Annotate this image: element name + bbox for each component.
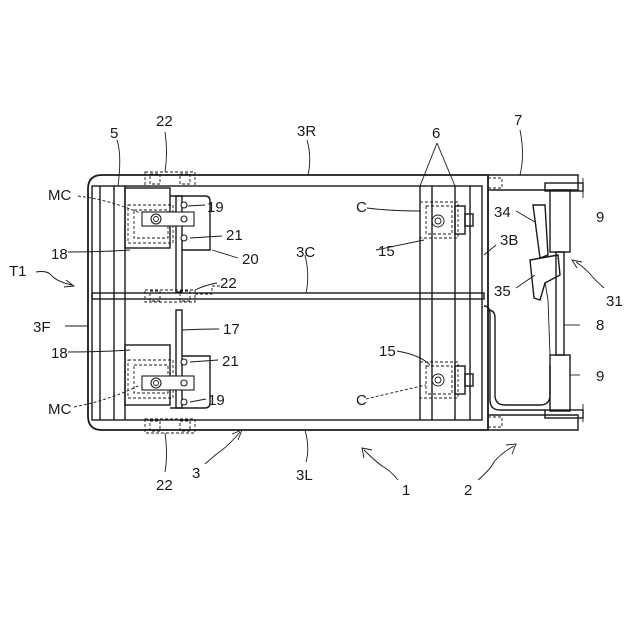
label-21-bot: 21 [222, 353, 239, 370]
label-C-top: C [356, 199, 367, 216]
mount-top [125, 188, 210, 292]
label-5: 5 [110, 125, 118, 142]
label-34: 34 [494, 204, 511, 221]
labels: 5 22 3R 6 7 MC 19 C 34 9 18 21 3B 20 3C … [9, 112, 623, 499]
label-18-bot: 18 [51, 345, 68, 362]
label-3B: 3B [500, 232, 518, 249]
label-21-top: 21 [226, 227, 243, 244]
caster-top [420, 202, 473, 238]
arrow-1 [364, 450, 398, 480]
label-MC-top: MC [48, 187, 71, 204]
label-T1: T1 [9, 263, 27, 280]
rear-extension-dash [488, 417, 502, 427]
center-member-3C [92, 293, 484, 299]
label-22-bot: 22 [156, 477, 173, 494]
label-7: 7 [514, 112, 522, 129]
arrow-3 [205, 432, 240, 464]
rear-extension-7 [488, 415, 578, 430]
label-9-bot: 9 [596, 368, 604, 385]
label-3C: 3C [296, 244, 315, 261]
label-3F: 3F [33, 319, 51, 336]
label-8: 8 [596, 317, 604, 334]
label-C-bot: C [356, 392, 367, 409]
arrow-2 [478, 446, 514, 480]
label-2: 2 [464, 482, 472, 499]
caster-bottom [420, 362, 473, 398]
label-1: 1 [402, 482, 410, 499]
label-15-top: 15 [378, 243, 395, 260]
label-3: 3 [192, 465, 200, 482]
label-19-bot: 19 [208, 392, 225, 409]
label-18-top: 18 [51, 246, 68, 263]
label-3R: 3R [297, 123, 316, 140]
label-15-bot: 15 [379, 343, 396, 360]
mount-bottom [125, 310, 210, 408]
arrow-T1 [36, 272, 72, 286]
label-20: 20 [242, 251, 259, 268]
label-35: 35 [494, 283, 511, 300]
label-31: 31 [606, 293, 623, 310]
arrow-31 [576, 262, 604, 288]
label-17: 17 [223, 321, 240, 338]
label-22-mid: 22 [220, 275, 237, 292]
label-3L: 3L [296, 467, 313, 484]
leader-lines [65, 130, 580, 472]
rear-extension-dash [488, 178, 502, 188]
label-9-top: 9 [596, 209, 604, 226]
label-22-top: 22 [156, 113, 173, 130]
label-6: 6 [432, 125, 440, 142]
label-MC-bot: MC [48, 401, 71, 418]
label-19-top: 19 [207, 199, 224, 216]
